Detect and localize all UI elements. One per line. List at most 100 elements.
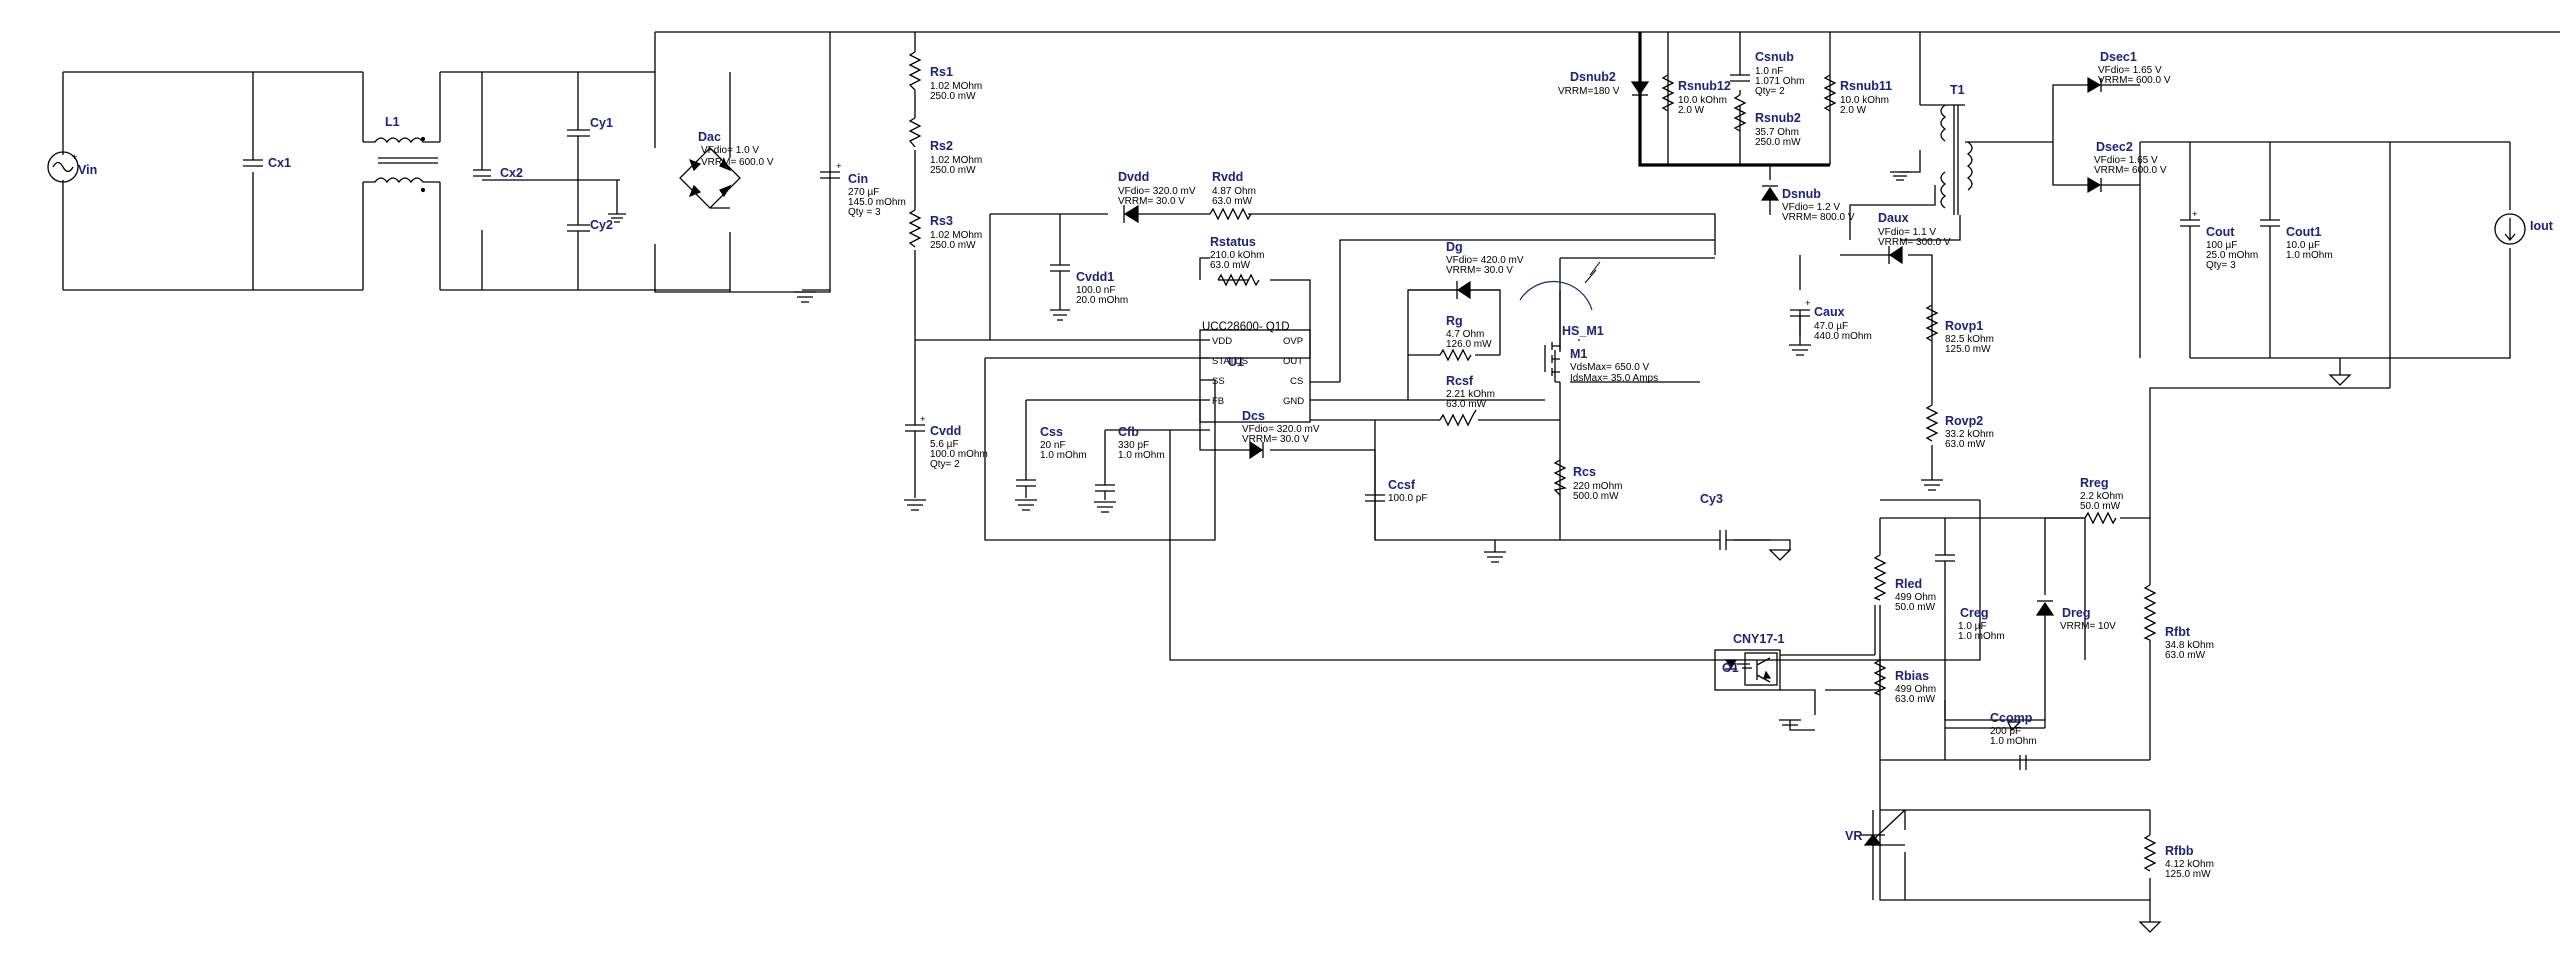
rsnub11-param: 2.0 W [1840, 105, 1867, 116]
cvdd1-param: 20.0 mOhm [1076, 295, 1128, 306]
dvdd-label: Dvdd [1118, 170, 1149, 184]
cout-label: Cout [2206, 225, 2235, 239]
cout-param: 25.0 mOhm [2206, 250, 2258, 261]
rs2-param: 250.0 mW [930, 165, 976, 176]
cny-label: CNY17-1 [1733, 632, 1784, 646]
rs2-param: 1.02 MOhm [930, 155, 982, 166]
vin-label: Vin [78, 163, 97, 177]
rcs-param: 500.0 mW [1573, 491, 1619, 502]
l1-label: L1 [385, 115, 400, 129]
svg-text:+: + [2192, 209, 2198, 220]
creg-param: 1.0 µF [1958, 621, 1987, 632]
wires [62, 31, 2560, 901]
ground-symbol [1789, 344, 1811, 356]
cout-param: 100 µF [2206, 240, 2237, 251]
cy3-label: Cy3 [1700, 492, 1723, 506]
rs3-label: Rs3 [930, 214, 953, 228]
rbias-param: 63.0 mW [1895, 694, 1936, 705]
cy1-label: Cy1 [590, 116, 613, 130]
cin-param: 145.0 mOhm [848, 197, 906, 208]
rsnub2-label: Rsnub2 [1755, 111, 1801, 125]
o1-label: O1 [1722, 661, 1739, 675]
iout-source-symbol [2494, 213, 2526, 245]
ccomp-param: 200 pF [1990, 726, 2021, 737]
ground-symbol [904, 499, 926, 511]
rcs-label: Rcs [1573, 465, 1596, 479]
u1-pin-label: OUT [1283, 356, 1303, 367]
rcsf-label: Rcsf [1446, 374, 1474, 388]
rvdd-param: 63.0 mW [1212, 196, 1253, 207]
rfbb-label: Rfbb [2165, 844, 2194, 858]
rs2-label: Rs2 [930, 139, 953, 153]
svg-text:+: + [920, 414, 926, 425]
ccomp-param: 1.0 mOhm [1990, 736, 2037, 747]
csnub-param: 1.071 Ohm [1755, 76, 1804, 87]
u1-pin-label: CS [1290, 376, 1303, 387]
cin-param: Qty = 3 [848, 207, 881, 218]
rg-param: 126.0 mW [1446, 339, 1492, 350]
m1-param: VdsMax= 650.0 V [1570, 362, 1650, 373]
ground-symbol [1015, 499, 1037, 511]
rvdd-label: Rvdd [1212, 170, 1243, 184]
dsec2-param: VFdio= 1.65 V [2094, 155, 2158, 166]
cx1-label: Cx1 [268, 156, 291, 170]
caux-label: Caux [1814, 305, 1845, 319]
rfbt-param: 34.8 kOhm [2165, 640, 2214, 651]
css-param: 1.0 mOhm [1040, 450, 1087, 461]
caux-param: 440.0 mOhm [1814, 331, 1872, 342]
u1-pin-label: GND [1283, 396, 1304, 407]
rovp2-label: Rovp2 [1945, 414, 1983, 428]
symbols: + + + [47, 51, 2526, 900]
ground-symbol [2328, 374, 2352, 386]
l1-choke-symbol [363, 137, 440, 184]
dvdd-param: VRRM= 30.0 V [1118, 196, 1185, 207]
rg-label: Rg [1446, 314, 1463, 328]
rstatus-label: Rstatus [1210, 235, 1256, 249]
ground-symbol [1768, 549, 1792, 561]
dsnub-param: VRRM= 800.0 V [1782, 212, 1855, 223]
m1-param: IdsMax= 35.0 Amps [1570, 373, 1658, 384]
rg-param: 4.7 Ohm [1446, 329, 1484, 340]
cvdd-param: 5.6 µF [930, 439, 959, 450]
csnub-param: 1.0 nF [1755, 66, 1783, 77]
cout1-param: 1.0 mOhm [2286, 250, 2333, 261]
dsnub-label: Dsnub [1782, 187, 1821, 201]
rovp1-label: Rovp1 [1945, 319, 1983, 333]
cfb-param: 330 pF [1118, 440, 1149, 451]
u1-pin-label: FB [1212, 396, 1224, 407]
ground-symbol [794, 291, 816, 303]
rsnub12-label: Rsnub12 [1678, 79, 1731, 93]
rovp2-param: 33.2 kOhm [1945, 429, 1994, 440]
u1-ic-body [1199, 329, 1311, 423]
ground-symbol [1050, 309, 1070, 321]
dsnub2-param: VRRM=180 V [1558, 86, 1620, 97]
cvdd-label: Cvdd [930, 424, 961, 438]
rsnub2-param: 35.7 Ohm [1755, 127, 1799, 138]
rovp2-param: 63.0 mW [1945, 439, 1986, 450]
vr-label: VR [1845, 829, 1862, 843]
u1-pin-label: SS [1212, 376, 1225, 387]
rvdd-param: 4.87 Ohm [1212, 186, 1256, 197]
cin-param: 270 µF [848, 187, 879, 198]
svg-text:+: + [1805, 298, 1811, 309]
rstatus-param: 210.0 kOhm [1210, 250, 1264, 261]
cout1-label: Cout1 [2286, 225, 2321, 239]
ccomp-label: Ccomp [1990, 711, 2033, 725]
rreg-label: Rreg [2080, 476, 2108, 490]
iout-label: Iout [2530, 219, 2554, 233]
u1-pin-label: STATUS [1212, 356, 1248, 367]
dsec1-param: VRRM= 600.0 V [2098, 75, 2171, 86]
u1-part-label: UCC28600- Q1D [1202, 321, 1290, 333]
cvdd-param: Qty= 2 [930, 459, 960, 470]
cvdd-param: 100.0 mOhm [930, 449, 988, 460]
u1-pin-label: OVP [1283, 336, 1303, 347]
rled-param: 499 Ohm [1895, 592, 1936, 603]
dcs-param: VRRM= 30.0 V [1242, 434, 1309, 445]
dcs-param: VFdio= 320.0 mV [1242, 424, 1320, 435]
ground-symbol [1921, 479, 1943, 491]
cvdd1-label: Cvdd1 [1076, 270, 1114, 284]
css-param: 20 nF [1040, 440, 1066, 451]
cvdd1-param: 100.0 nF [1076, 285, 1115, 296]
dsnub2-label: Dsnub2 [1570, 70, 1616, 84]
